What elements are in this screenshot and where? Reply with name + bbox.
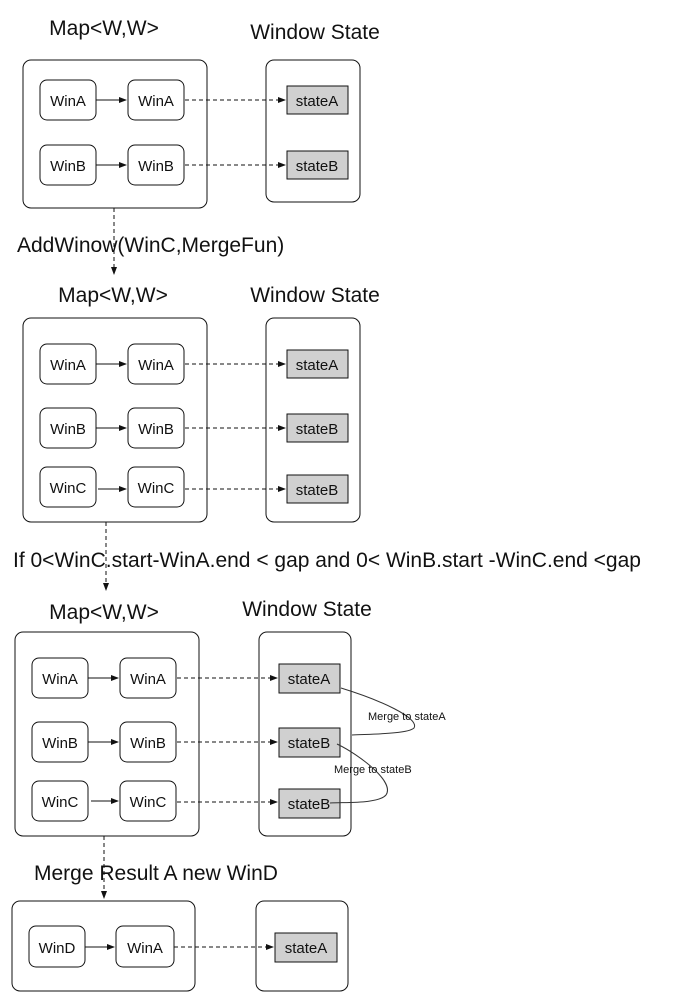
state-node-label: stateB [288,796,331,813]
key-node-label: WinC [50,480,87,497]
state-node-label: stateB [288,735,331,752]
transition-label: Merge Result A new WinD [34,862,278,885]
window-state-title: Window State [250,21,380,44]
value-node-label: WinC [138,480,175,497]
value-node-label: WinA [138,357,174,374]
state-container [265,59,361,203]
state-node-label: stateA [296,93,339,110]
merge-curve-b [329,743,388,804]
state-node [286,85,349,115]
value-node [127,343,185,385]
state-node-label: stateA [288,671,331,688]
value-node-label: WinC [130,794,167,811]
value-node-label: WinA [138,93,174,110]
map-title: Map<W,W> [49,601,159,624]
window-state-title: Window State [242,598,372,621]
value-node [127,79,185,121]
state-node-label: stateA [285,940,328,957]
map-title: Map<W,W> [49,17,159,40]
value-node-label: WinB [138,421,174,438]
value-node [119,721,177,763]
state-node [286,474,349,504]
value-node-label: WinB [130,735,166,752]
stage-4: WinD WinA stateA [11,900,349,992]
value-node [127,144,185,186]
value-node-label: WinA [127,940,163,957]
value-node [127,407,185,449]
state-node-label: stateB [296,158,339,175]
key-node-label: WinA [50,93,86,110]
merge-label-b: Merge to stateB [334,764,412,776]
state-node [286,413,349,443]
transition-label: AddWinow(WinC,MergeFun) [17,234,284,257]
state-node [278,788,341,819]
merge-label-a: Merge to stateA [368,711,446,723]
key-node-label: WinA [50,357,86,374]
window-state-title: Window State [250,284,380,307]
stage-1: Map<W,W> Window State WinA WinA stateA W… [22,17,380,209]
key-node-label: WinB [42,735,78,752]
map-title: Map<W,W> [58,284,168,307]
state-node-label: stateB [296,482,339,499]
state-node [278,727,341,758]
map-container [11,900,196,992]
key-node-label: WinB [50,421,86,438]
value-node [127,466,185,508]
transition-label: If 0<WinC.start-WinA.end < gap and 0< Wi… [13,549,641,572]
state-node [274,932,338,963]
state-node [278,663,341,694]
state-node-label: stateA [296,357,339,374]
value-node-label: WinB [138,158,174,175]
value-node [119,780,177,822]
stage-3: Map<W,W> Window State WinA WinA stateA W… [14,598,446,837]
key-node-label: WinC [42,794,79,811]
key-node-label: WinA [42,671,78,688]
key-node [31,780,89,822]
key-node-label: WinB [50,158,86,175]
value-node-label: WinA [130,671,166,688]
key-node [39,466,97,508]
state-node [286,150,349,180]
key-node-label: WinD [39,940,76,957]
state-node-label: stateB [296,421,339,438]
state-node [286,349,349,379]
merge-curve-a [340,687,415,736]
stage-2: Map<W,W> Window State WinA WinA stateA W… [22,284,380,523]
value-node [119,657,177,699]
